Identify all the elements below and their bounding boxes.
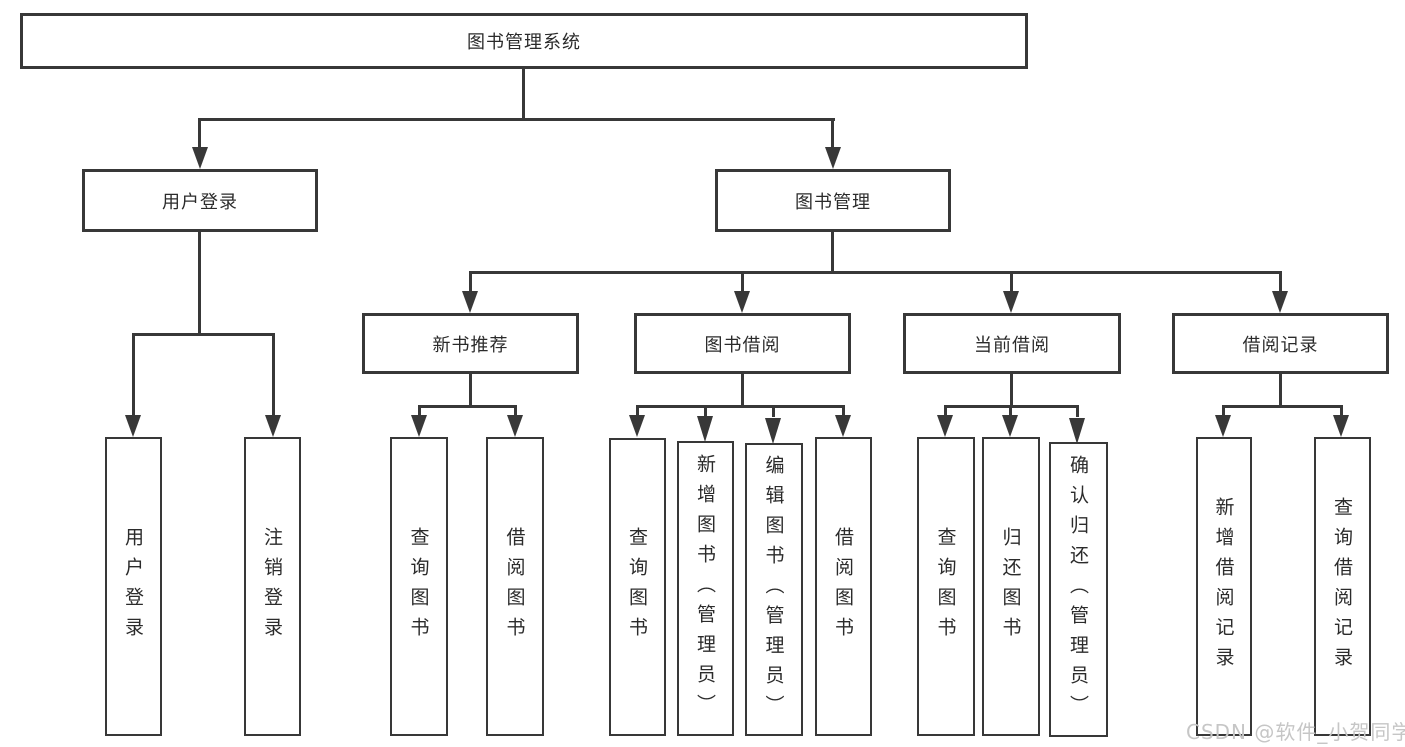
arrow-down-icon <box>825 147 841 169</box>
connector-line <box>842 405 845 417</box>
leaf-user-login: 用户登录 <box>105 437 162 736</box>
connector-line <box>1009 405 1012 417</box>
connector-line <box>418 405 517 408</box>
connector-line <box>636 405 639 417</box>
arrow-down-icon <box>1003 291 1019 313</box>
node-library-management-system: 图书管理系统 <box>20 13 1028 69</box>
connector-line <box>772 405 775 417</box>
connector-line <box>636 405 845 408</box>
arrow-down-icon <box>1215 415 1231 437</box>
connector-line <box>198 232 201 336</box>
arrow-down-icon <box>1002 415 1018 437</box>
leaf-query-books-current: 查询图书 <box>917 437 975 736</box>
node-user-login: 用户登录 <box>82 169 318 232</box>
node-new-book-recommendation: 新书推荐 <box>362 313 579 374</box>
arrow-down-icon <box>734 291 750 313</box>
arrow-down-icon <box>835 415 851 437</box>
node-current-borrowing: 当前借阅 <box>903 313 1121 374</box>
leaf-borrow-books-recommend: 借阅图书 <box>486 437 544 736</box>
connector-line <box>704 405 707 417</box>
arrow-down-icon <box>192 147 208 169</box>
connector-line <box>1010 271 1013 294</box>
connector-line <box>132 333 135 416</box>
connector-line <box>514 405 517 417</box>
arrow-down-icon <box>697 416 713 442</box>
arrow-down-icon <box>265 415 281 437</box>
leaf-query-books-recommend: 查询图书 <box>390 437 448 736</box>
connector-line <box>469 374 472 407</box>
connector-line <box>132 333 275 336</box>
connector-line <box>1279 374 1282 407</box>
connector-line <box>741 271 744 294</box>
csdn-watermark: CSDN @软件_小贺同学 <box>1186 720 1405 744</box>
connector-line <box>1340 405 1343 417</box>
connector-line <box>198 118 835 121</box>
arrow-down-icon <box>1333 415 1349 437</box>
arrow-down-icon <box>411 415 427 437</box>
leaf-logout-login: 注销登录 <box>244 437 301 736</box>
leaf-edit-book-admin: 编辑图书（管理员） <box>745 443 803 736</box>
leaf-query-borrow-record: 查询借阅记录 <box>1314 437 1371 736</box>
arrow-down-icon <box>629 415 645 437</box>
connector-line <box>831 232 834 273</box>
arrow-down-icon <box>462 291 478 313</box>
connector-line <box>418 405 421 417</box>
node-book-borrowing: 图书借阅 <box>634 313 851 374</box>
node-borrowing-records: 借阅记录 <box>1172 313 1389 374</box>
arrow-down-icon <box>937 415 953 437</box>
node-book-management: 图书管理 <box>715 169 951 232</box>
arrow-down-icon <box>765 418 781 444</box>
connector-line <box>198 118 201 151</box>
arrow-down-icon <box>1069 418 1085 444</box>
arrow-down-icon <box>125 415 141 437</box>
leaf-add-book-admin: 新增图书（管理员） <box>677 441 734 736</box>
leaf-confirm-return-admin: 确认归还（管理员） <box>1049 442 1108 737</box>
connector-line <box>1010 374 1013 407</box>
connector-line <box>470 271 1282 274</box>
arrow-down-icon <box>1272 291 1288 313</box>
connector-line <box>1279 271 1282 294</box>
leaf-add-borrow-record: 新增借阅记录 <box>1196 437 1252 736</box>
connector-line <box>1222 405 1225 417</box>
connector-line <box>469 271 472 294</box>
connector-line <box>831 118 834 151</box>
connector-line <box>1076 405 1079 417</box>
leaf-query-books-borrow: 查询图书 <box>609 438 666 736</box>
arrow-down-icon <box>507 415 523 437</box>
connector-line <box>522 69 525 120</box>
connector-line <box>944 405 947 417</box>
connector-line <box>1222 405 1343 408</box>
connector-line <box>741 374 744 407</box>
connector-line <box>272 333 275 416</box>
leaf-return-books: 归还图书 <box>982 437 1040 736</box>
leaf-borrow-books-borrow: 借阅图书 <box>815 437 872 736</box>
